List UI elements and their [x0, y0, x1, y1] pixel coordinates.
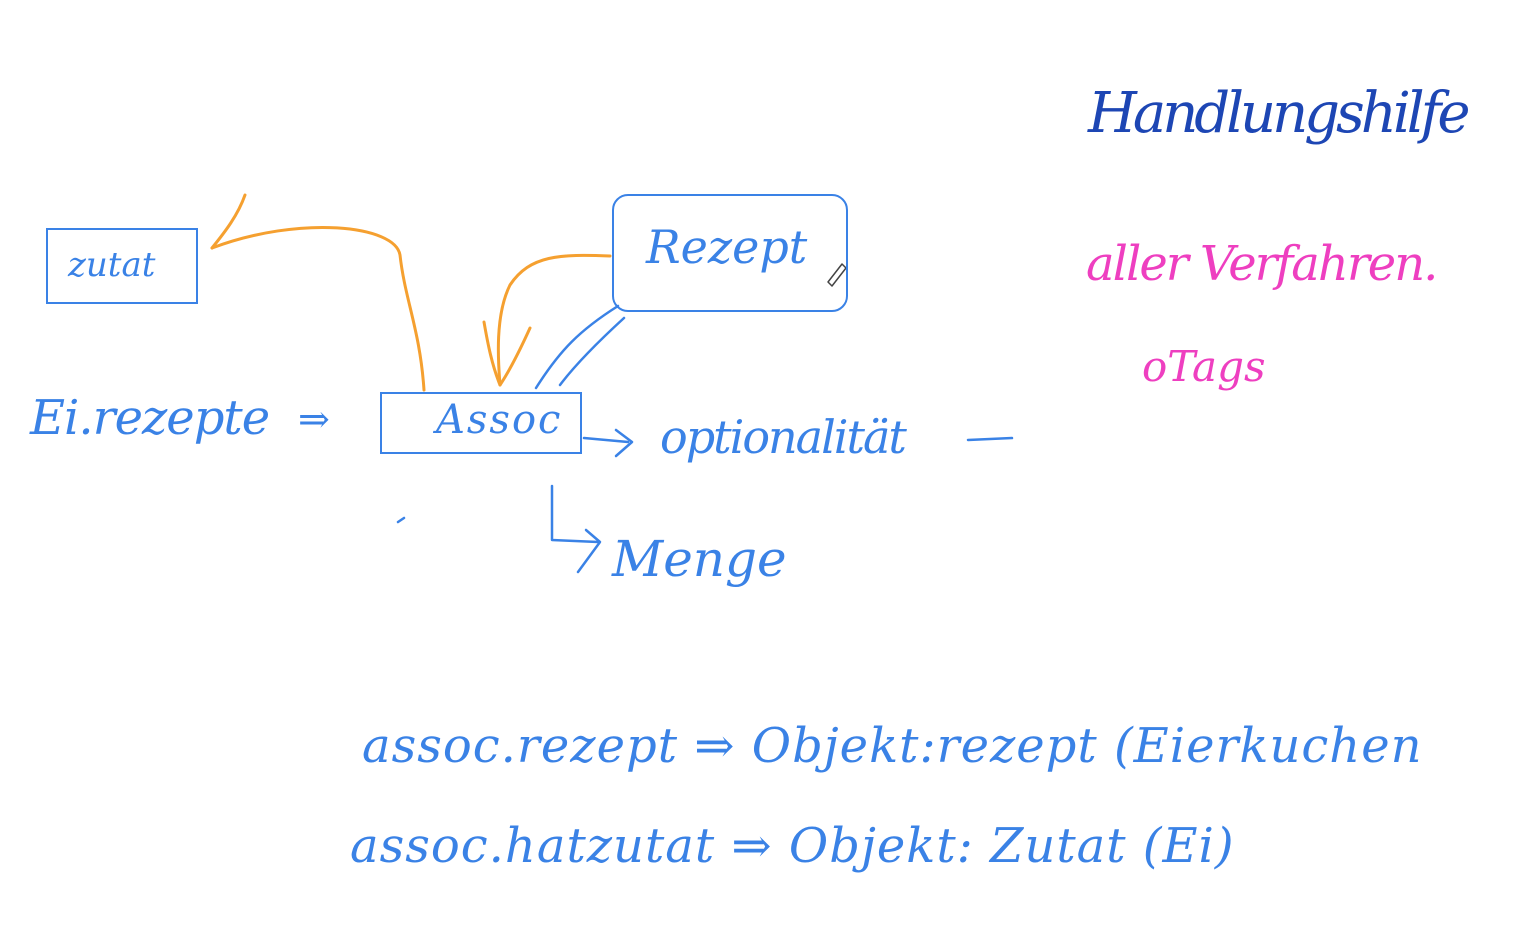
- orange-arrow-from-rezept: [496, 253, 612, 387]
- o-tag-note: oTags: [1142, 342, 1266, 391]
- blue-link-rezept-assoc: [534, 304, 620, 390]
- zutat-box: [46, 228, 198, 304]
- handlungshilfe-note: Handlungshilfe: [1088, 81, 1471, 146]
- rezept-label: Rezept: [646, 220, 808, 274]
- aller-verfahren-note: aller Verfahren.: [1086, 236, 1438, 292]
- ei-rezepte-label: Ei.rezepte: [30, 390, 270, 446]
- blue-link-rezept-assoc-2: [558, 316, 626, 387]
- arrowhead-menge: [576, 528, 602, 574]
- arrowhead-optionalitaet: [614, 428, 634, 458]
- zutat-label: zutat: [68, 245, 156, 285]
- orange-arrow-to-zutat: [210, 226, 426, 392]
- orange-arrowhead-zutat: [210, 193, 247, 250]
- arrow-to-optionalitaet: [582, 436, 630, 444]
- tail-after-optionalitaet: [966, 436, 1014, 442]
- menge-label: Menge: [612, 530, 787, 588]
- implies-arrow: ⇒: [298, 397, 330, 441]
- arrow-to-menge: [550, 484, 600, 544]
- rezept-box: [612, 194, 848, 312]
- optionalitaet-label: optionalität: [660, 410, 907, 464]
- code-line-rezept: assoc.rezept ⇒ Objekt:rezept (Eierkuchen: [362, 718, 1423, 774]
- orange-arrowhead-rezept: [482, 320, 532, 387]
- assoc-box: [380, 392, 582, 454]
- assoc-label: Assoc: [436, 397, 563, 443]
- stray-mark: [396, 516, 406, 524]
- code-line-zutat: assoc.hatzutat ⇒ Objekt: Zutat (Ei): [350, 818, 1235, 874]
